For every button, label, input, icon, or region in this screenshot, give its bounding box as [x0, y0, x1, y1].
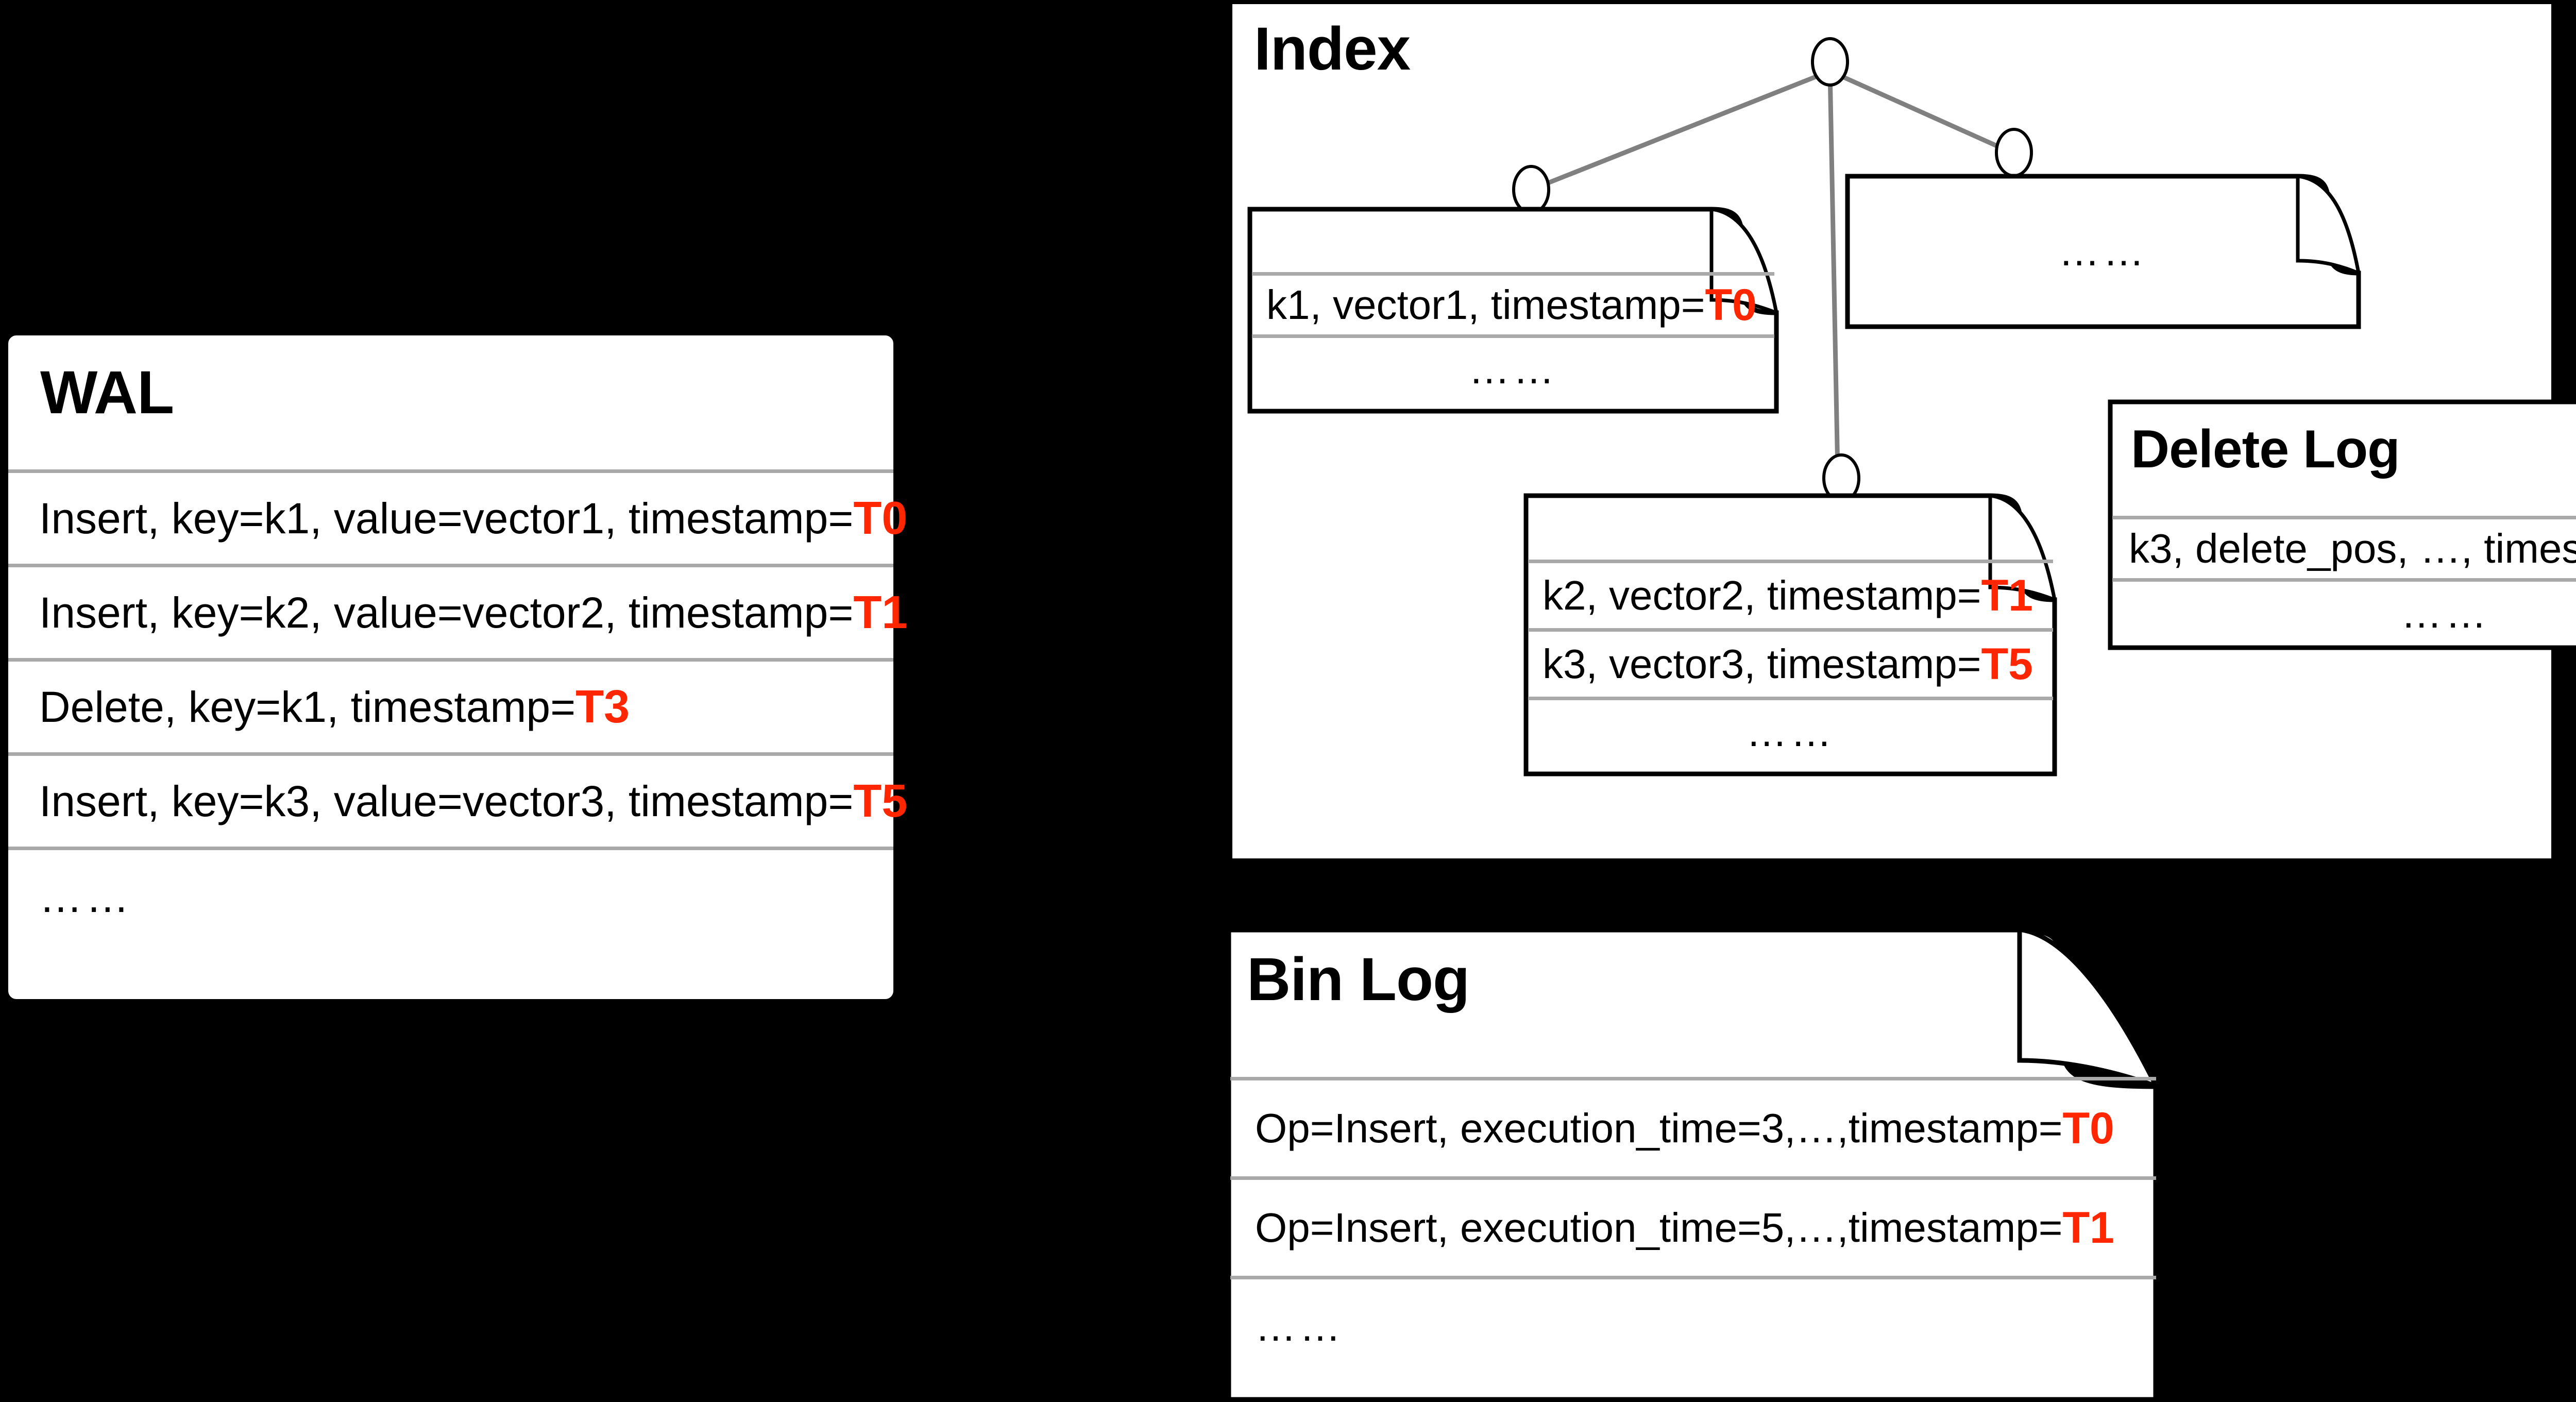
- index-tree-left-node: [1512, 165, 1550, 214]
- index-leaf-right-row-0: ……: [1845, 174, 2361, 329]
- index-leaf-k2k3-outline: [1523, 493, 2057, 776]
- index-tree-right-node: [1995, 128, 2033, 177]
- bin-log-panel: Bin Log Op=Insert, execution_time=3,…,ti…: [1225, 926, 2226, 1402]
- index-leaf-k2k3-row-1-text: k3, vector3, timestamp=: [1543, 641, 1981, 687]
- wal-row-1-text: Insert, key=k2, value=vector2, timestamp…: [39, 588, 854, 637]
- wal-row-0-text: Insert, key=k1, value=vector1, timestamp…: [39, 494, 854, 543]
- wal-row-2-timestamp: T3: [575, 681, 630, 733]
- wal-title: WAL: [40, 359, 174, 427]
- index-leaf-k1-row-1-text: ……: [1468, 346, 1558, 392]
- bin-log-row-0: Op=Insert, execution_time=3,…,timestamp=…: [1230, 1077, 2156, 1180]
- index-leaf-right-outline: [1845, 174, 2361, 329]
- index-leaf-k2k3-row-0: k2, vector2, timestamp=T1: [1528, 560, 2053, 632]
- index-leaf-k2k3-row-2-text: ……: [1746, 708, 1835, 755]
- delete-log-outline: [2108, 399, 2576, 650]
- wal-row-3-timestamp: T5: [853, 775, 908, 827]
- wal-panel: WAL Insert, key=k1, value=vector1, times…: [5, 332, 907, 1002]
- delete-log-row-0: k3, delete_pos, …, timestamp=T3: [2112, 516, 2576, 582]
- bin-log-title: Bin Log: [1247, 945, 1470, 1014]
- wal-row-1: Insert, key=k2, value=vector2, timestamp…: [8, 564, 907, 662]
- wal-row-3-text: Insert, key=k3, value=vector3, timestamp…: [39, 776, 854, 825]
- bin-log-row-1: Op=Insert, execution_time=5,…,timestamp=…: [1230, 1176, 2156, 1279]
- index-panel: Index k1, v: [1232, 4, 2576, 858]
- wal-row-0-timestamp: T0: [853, 492, 908, 544]
- bin-log-row-1-text: Op=Insert, execution_time=5,…,timestamp=: [1255, 1205, 2063, 1251]
- bin-log-row-0-timestamp: T0: [2062, 1103, 2114, 1153]
- index-leaf-k1-rows: k1, vector1, timestamp=T0 ……: [1252, 272, 1774, 400]
- bin-log-row-0-text: Op=Insert, execution_time=3,…,timestamp=: [1255, 1105, 2063, 1151]
- index-leaf-k2k3-rows: k2, vector2, timestamp=T1 k3, vector3, t…: [1528, 560, 2053, 764]
- wal-row-2-text: Delete, key=k1, timestamp=: [39, 682, 576, 731]
- wal-row-1-timestamp: T1: [853, 586, 908, 638]
- index-leaf-k2k3-row-1-timestamp: T5: [1981, 639, 2033, 689]
- bin-log-row-1-timestamp: T1: [2062, 1203, 2114, 1253]
- index-leaf-right: ……: [1845, 174, 2361, 329]
- index-leaf-k1-row-0: k1, vector1, timestamp=T0: [1252, 272, 1774, 338]
- index-title: Index: [1254, 15, 1411, 83]
- index-leaf-right-rows: ……: [1845, 174, 2361, 329]
- delete-log-rows: k3, delete_pos, …, timestamp=T3 ……: [2112, 516, 2576, 645]
- wal-row-3: Insert, key=k3, value=vector3, timestamp…: [8, 752, 907, 850]
- index-leaf-k2k3-row-0-timestamp: T1: [1981, 570, 2033, 620]
- index-leaf-k1-row-1: ……: [1252, 334, 1774, 400]
- index-leaf-k2k3: k2, vector2, timestamp=T1 k3, vector3, t…: [1523, 493, 2057, 776]
- wal-row-0: Insert, key=k1, value=vector1, timestamp…: [8, 469, 907, 567]
- index-leaf-right-row-0-text: ……: [2058, 228, 2148, 274]
- index-leaf-k1-row-0-text: k1, vector1, timestamp=: [1266, 282, 1705, 328]
- index-leaf-k1: k1, vector1, timestamp=T0 ……: [1247, 207, 1779, 414]
- wal-row-2: Delete, key=k1, timestamp=T3: [8, 658, 893, 756]
- delete-log-row-0-text: k3, delete_pos, …, timestamp=: [2129, 526, 2576, 571]
- index-leaf-k1-row-0-timestamp: T0: [1705, 280, 1757, 330]
- index-leaf-k2k3-row-2: ……: [1528, 697, 2053, 764]
- wal-rows: Insert, key=k1, value=vector1, timestamp…: [8, 469, 907, 944]
- delete-log-panel: Delete Log k3, delete_pos, …, timestamp=…: [2108, 399, 2576, 650]
- bin-log-outline: [1225, 926, 2161, 1402]
- bin-log-row-2: ……: [1230, 1276, 2156, 1374]
- index-leaf-k2k3-row-0-text: k2, vector2, timestamp=: [1543, 572, 1981, 618]
- wal-row-4-text: ……: [39, 873, 133, 921]
- delete-log-row-1-text: ……: [2401, 590, 2490, 636]
- delete-log-row-1: ……: [2112, 578, 2576, 645]
- bin-log-rows: Op=Insert, execution_time=3,…,timestamp=…: [1230, 1077, 2156, 1374]
- index-leaf-k2k3-row-1: k3, vector3, timestamp=T5: [1528, 628, 2053, 700]
- delete-log-title: Delete Log: [2131, 419, 2400, 479]
- index-leaf-k1-outline: [1247, 207, 1779, 414]
- index-tree-root-node: [1811, 37, 1849, 87]
- wal-row-4: ……: [8, 847, 893, 944]
- bin-log-row-2-text: ……: [1255, 1303, 1344, 1349]
